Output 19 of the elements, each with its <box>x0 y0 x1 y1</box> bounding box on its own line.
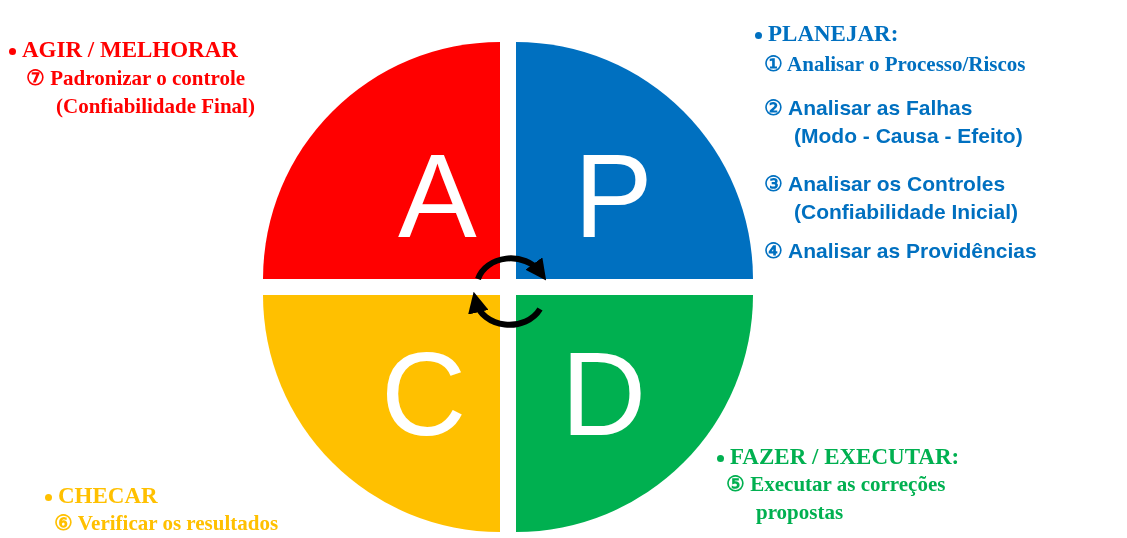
phase-heading: PLANEJAR: <box>768 20 899 48</box>
step-text: ② Analisar as Falhas (Modo - Causa - Efeito) <box>764 95 1024 149</box>
quadrant-letter: P <box>574 137 653 255</box>
step-text: ⑦ Padronizar o controle (Confiabilidade Final) <box>26 65 256 120</box>
quadrant-shape <box>263 42 500 279</box>
quadrant-shape <box>516 42 753 279</box>
step-text: ① Analisar o Processo/Riscos <box>764 51 1026 78</box>
quadrant-letter: D <box>561 335 647 453</box>
step-text: ③ Analisar os Controles (Confiabilidade Inicial) <box>764 171 1020 225</box>
phase-heading: AGIR / MELHORAR <box>22 36 238 64</box>
curved-arrow <box>469 291 543 328</box>
step-text: ④ Analisar as Providências <box>764 238 1037 264</box>
step-text: ⑤ Executar as correções propostas <box>726 471 947 526</box>
step-text: ⑥ Verificar os resultados <box>54 510 279 537</box>
quadrant-letter: C <box>381 335 467 453</box>
curved-arrow <box>475 255 547 281</box>
phase-heading: CHECAR <box>58 482 158 510</box>
quadrant-letter: A <box>398 137 477 255</box>
phase-heading: FAZER / EXECUTAR: <box>730 443 960 471</box>
